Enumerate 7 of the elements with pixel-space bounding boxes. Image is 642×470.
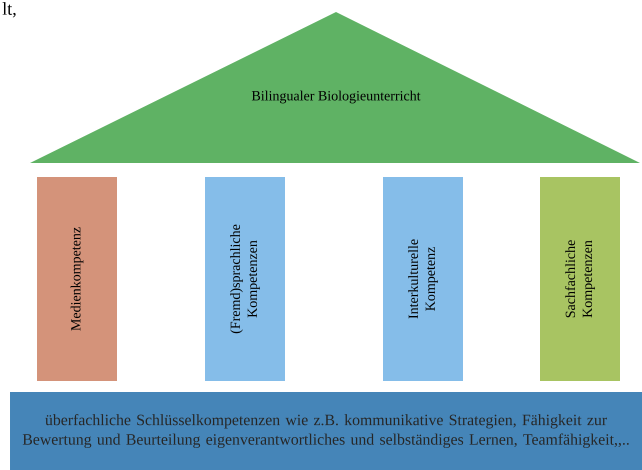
- text-fragment: lt,: [2, 2, 16, 18]
- foundation-box: überfachliche Schlüsselkompetenzen wie z.B. kommunikative Strategien, Fähigkeit zur Bewertung und Beurteilung eigenverantwortliches und selbständiges Lernen, Teamfähigkeit,,..: [10, 392, 642, 470]
- pillar: Interkulturelle Kompetenz: [383, 177, 463, 381]
- pillar: Sachfachliche Kompetenzen: [540, 177, 620, 381]
- pillar: (Fremd)sprachliche Kompetenzen: [205, 177, 285, 381]
- roof-triangle: Bilingualer Biologieunterricht: [30, 12, 640, 163]
- pillar: Medienkompetenz: [37, 177, 117, 381]
